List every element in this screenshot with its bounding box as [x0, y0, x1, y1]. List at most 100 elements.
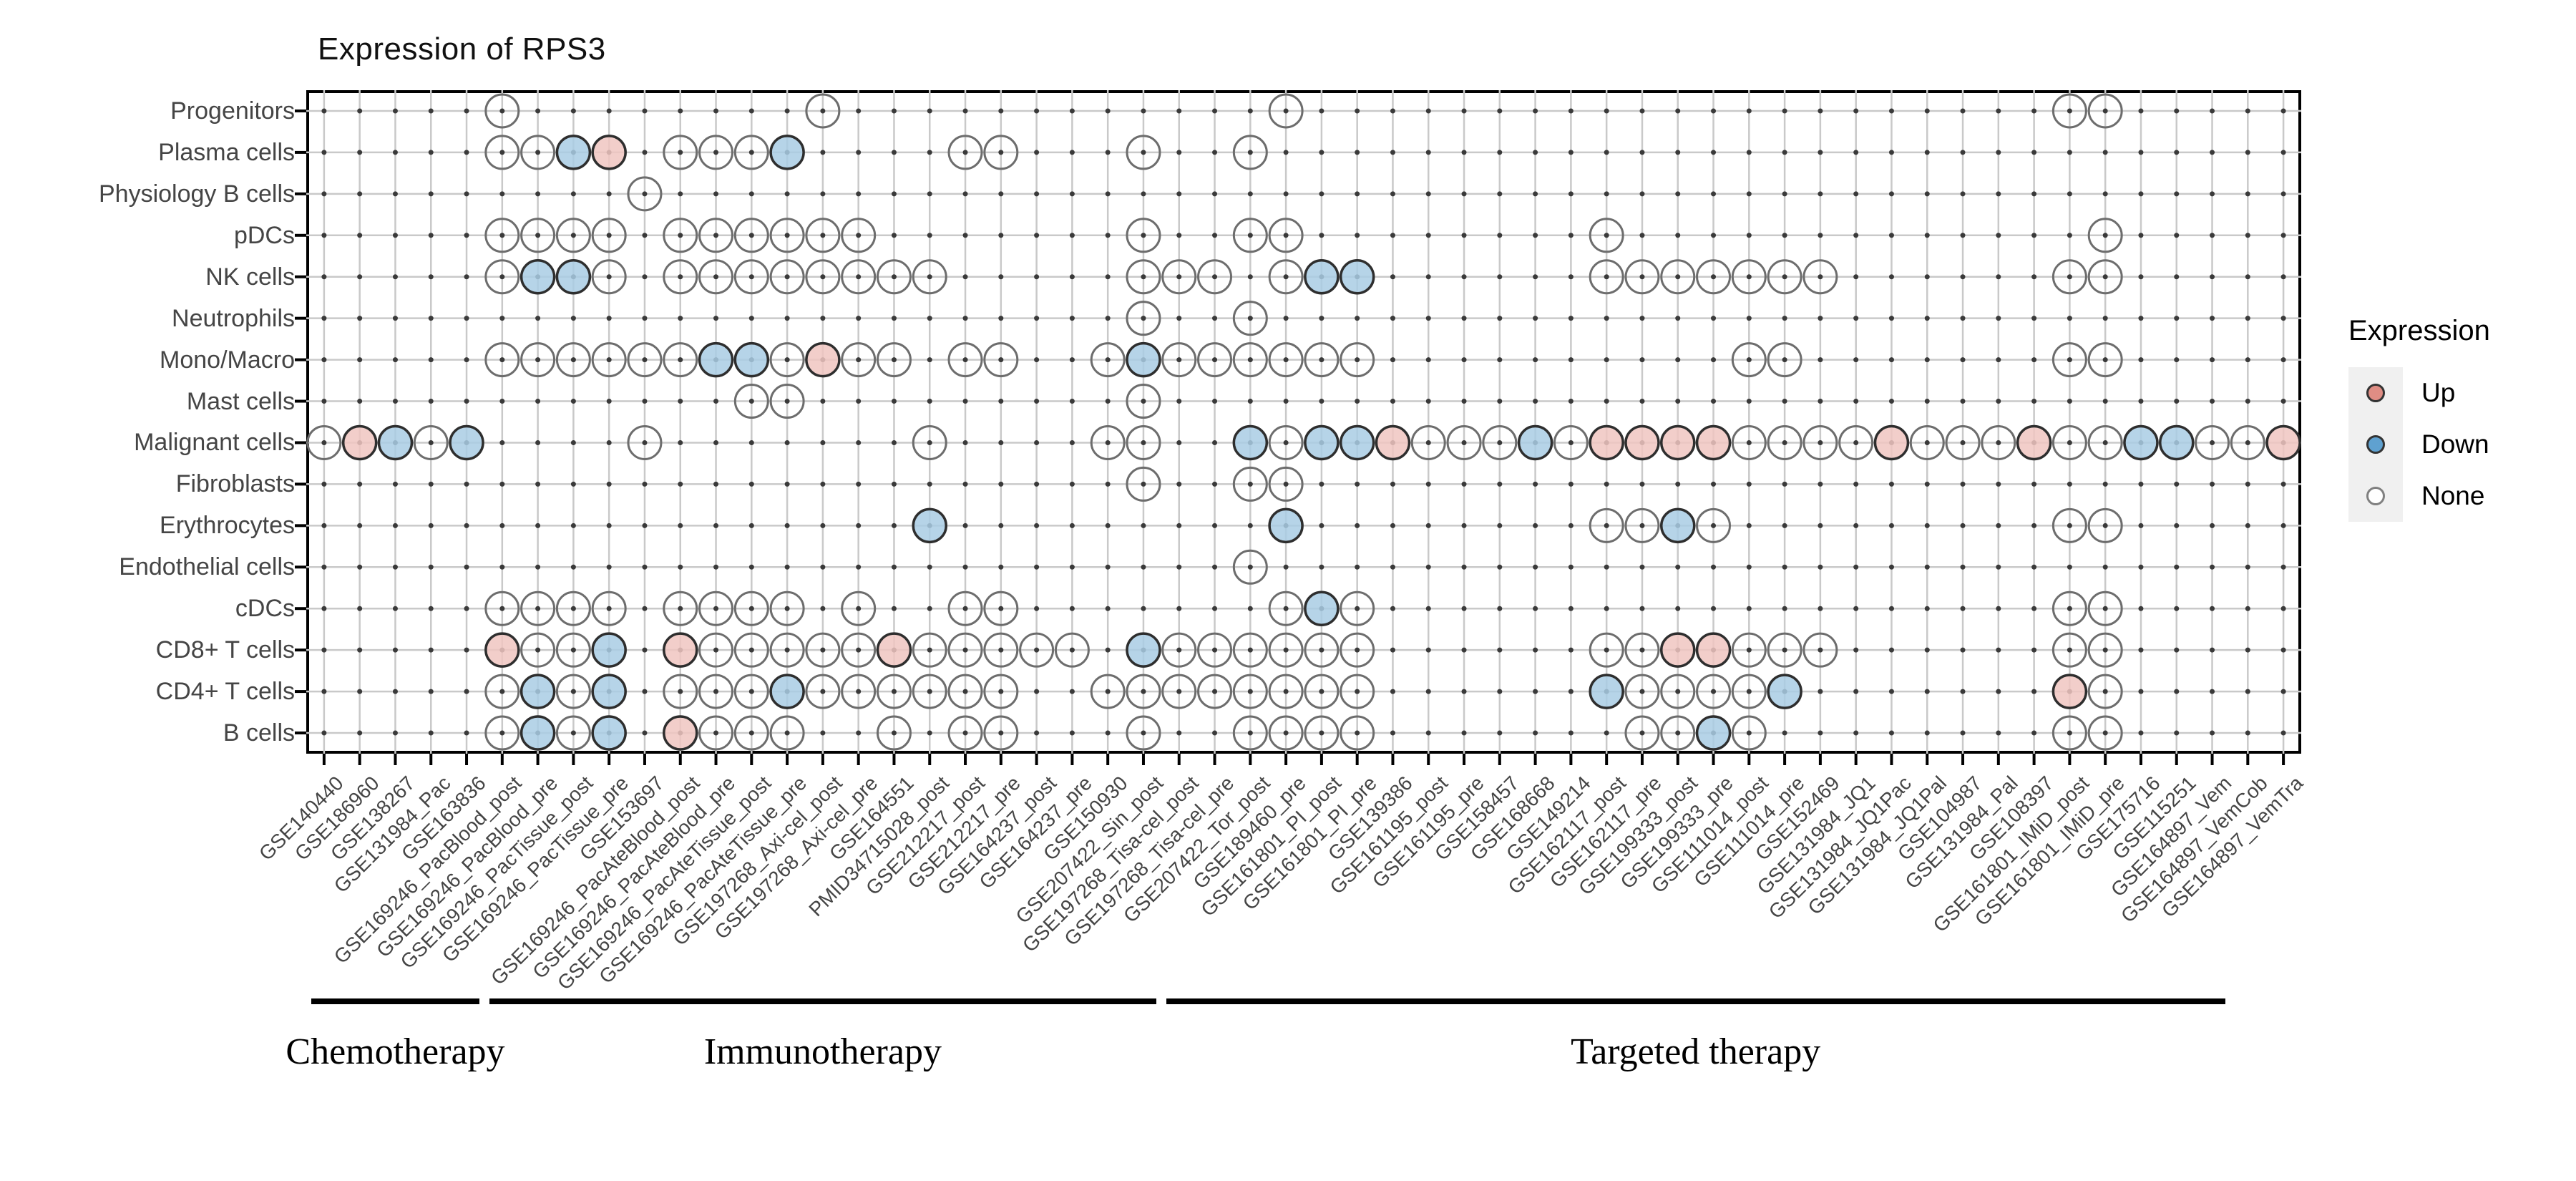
- grid-point: [2031, 108, 2037, 114]
- grid-point: [499, 523, 505, 528]
- grid-point: [2031, 606, 2037, 611]
- grid-point: [962, 689, 968, 694]
- expression-dot: [1197, 342, 1233, 378]
- grid-point: [1283, 316, 1289, 321]
- grid-point: [2174, 399, 2180, 404]
- expression-dot: [1767, 632, 1802, 668]
- grid-point: [1960, 564, 1966, 570]
- grid-point: [1425, 316, 1431, 321]
- grid-point: [998, 357, 1004, 363]
- grid-point: [1782, 564, 1787, 570]
- grid-point: [1960, 481, 1966, 487]
- grid-point: [1141, 481, 1146, 487]
- expression-dot: [1731, 674, 1767, 709]
- expression-dot: [2265, 424, 2301, 461]
- expression-dot: [627, 424, 663, 460]
- grid-point: [1034, 439, 1040, 445]
- grid-point: [1888, 523, 1894, 528]
- grid-point: [1711, 481, 1717, 487]
- grid-point: [1746, 399, 1752, 404]
- grid-point: [2280, 523, 2286, 528]
- grid-point: [1141, 523, 1146, 528]
- expression-dot: [1090, 674, 1126, 709]
- expression-dot: [1268, 715, 1304, 751]
- grid-point: [891, 274, 897, 280]
- grid-point: [962, 730, 968, 736]
- grid-point: [1176, 730, 1182, 736]
- expression-dot: [1945, 424, 1981, 460]
- grid-point: [748, 481, 754, 487]
- expression-dot: [663, 590, 698, 626]
- grid-point: [2102, 730, 2108, 736]
- grid-point: [464, 316, 469, 321]
- grid-point: [1604, 606, 1609, 611]
- grid-point: [962, 274, 968, 280]
- expression-dot: [1873, 424, 1910, 461]
- expression-dot: [1339, 424, 1375, 461]
- grid-point: [1746, 108, 1752, 114]
- grid-point: [1711, 564, 1717, 570]
- grid-point: [428, 150, 434, 155]
- expression-dot: [1232, 549, 1268, 585]
- grid-point: [856, 647, 862, 653]
- grid-point: [998, 730, 1004, 736]
- grid-point: [1069, 481, 1075, 487]
- row-label: cDCs: [235, 595, 295, 623]
- grid-point: [606, 439, 612, 445]
- grid-point: [1034, 316, 1040, 321]
- grid-point: [642, 523, 648, 528]
- expression-dot: [520, 135, 556, 170]
- expression-dot: [698, 715, 734, 751]
- grid-point: [1818, 274, 1823, 280]
- grid-point: [2210, 399, 2215, 404]
- grid-point: [1639, 730, 1645, 736]
- grid-point: [678, 564, 683, 570]
- grid-point: [748, 606, 754, 611]
- chart-title: Expression of RPS3: [318, 31, 606, 67]
- grid-point: [642, 233, 648, 238]
- grid-point: [998, 523, 1004, 528]
- expression-dot: [1304, 424, 1340, 461]
- grid-point: [2102, 689, 2108, 694]
- grid-point: [1176, 481, 1182, 487]
- grid-point: [891, 399, 897, 404]
- expression-dot: [876, 342, 912, 378]
- grid-point: [606, 481, 612, 487]
- grid-point: [2245, 399, 2250, 404]
- grid-point: [2138, 274, 2144, 280]
- grid-point: [2031, 233, 2037, 238]
- grid-point: [998, 150, 1004, 155]
- grid-point: [570, 108, 576, 114]
- expression-dot: [1838, 424, 1874, 460]
- grid-point: [1034, 730, 1040, 736]
- expression-dot: [1802, 259, 1838, 295]
- grid-point: [1711, 108, 1717, 114]
- expression-dot: [1802, 424, 1838, 460]
- grid-point: [1034, 150, 1040, 155]
- expression-dot: [555, 715, 591, 751]
- expression-dot: [2051, 674, 2088, 709]
- grid-point: [1212, 730, 1218, 736]
- expression-dot: [1268, 93, 1304, 129]
- grid-point: [1888, 689, 1894, 694]
- grid-point: [748, 316, 754, 321]
- group-bar: [1166, 998, 2225, 1004]
- grid-point: [1782, 523, 1787, 528]
- grid-point: [1212, 647, 1218, 653]
- expression-dot: [484, 135, 520, 170]
- grid-point: [1461, 730, 1467, 736]
- grid-point: [1069, 439, 1075, 445]
- grid-point: [1924, 108, 1930, 114]
- grid-point: [2067, 108, 2072, 114]
- grid-point: [1461, 606, 1467, 611]
- grid-point: [1818, 523, 1823, 528]
- grid-point: [1996, 108, 2001, 114]
- grid-point: [1355, 606, 1360, 611]
- grid-point: [1533, 606, 1538, 611]
- grid-point: [784, 274, 790, 280]
- grid-point: [321, 647, 327, 653]
- grid-point: [1853, 150, 1859, 155]
- expression-dot: [1731, 632, 1767, 668]
- grid-point: [1461, 399, 1467, 404]
- grid-point: [1425, 233, 1431, 238]
